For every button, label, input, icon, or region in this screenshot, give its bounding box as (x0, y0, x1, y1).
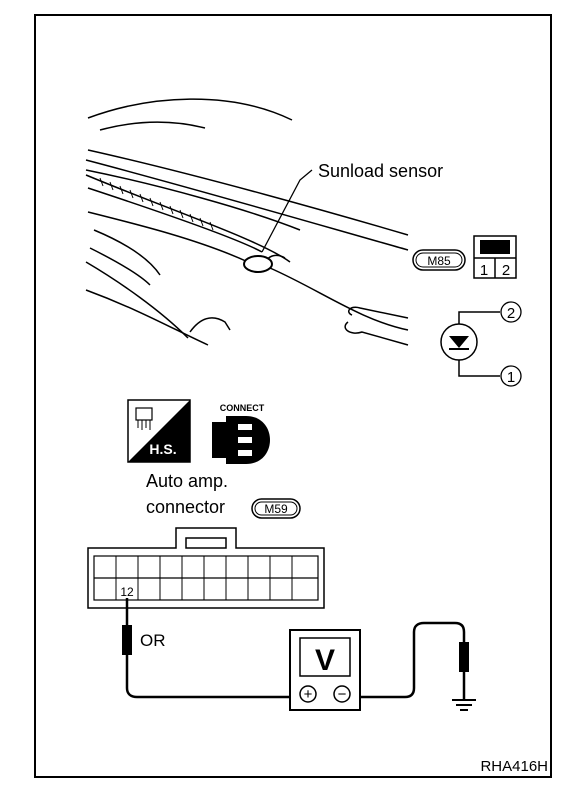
diode-pin-1: 1 (507, 369, 515, 386)
auto-amp-label-line2: connector (146, 497, 225, 517)
hs-label: H.S. (149, 441, 176, 457)
probe-wire-positive (125, 598, 298, 699)
figure-frame (34, 14, 552, 778)
dashboard-vent-ticks (99, 177, 214, 231)
meter-plus-sign: + (304, 686, 313, 703)
meter-plus-terminal (299, 685, 317, 703)
sunload-sensor-shape (243, 255, 273, 273)
meter-minus-sign: − (338, 686, 347, 703)
probe-negative (459, 642, 469, 672)
m85-terminal-1: 1 (480, 262, 488, 279)
figure-code: RHA416H (480, 758, 548, 775)
probe-positive (122, 625, 132, 655)
terminal-12-label: 12 (120, 585, 134, 599)
sensor-leader-line (261, 169, 313, 253)
ground-icon (452, 699, 476, 711)
harness-side-icon: H.S. (127, 399, 191, 463)
m85-connector-face: 1 2 (473, 235, 517, 279)
connect-icon: CONNECT (212, 403, 270, 464)
m85-code: M85 (427, 254, 451, 268)
diode-pin-2: 2 (507, 305, 515, 322)
dashboard-illustration (85, 98, 409, 346)
sunload-sensor-label: Sunload sensor (318, 161, 443, 181)
meter-minus-terminal (333, 685, 351, 703)
auto-amp-label-line1: Auto amp. (146, 471, 228, 491)
voltmeter-label: V (315, 644, 335, 677)
m59-connector-badge: M59 (251, 498, 301, 519)
m85-connector-badge: M85 (412, 249, 466, 271)
photodiode-symbol: 2 1 (440, 301, 522, 387)
pin-1-circle (500, 365, 522, 387)
wire-color-label: OR (140, 631, 166, 650)
m59-code: M59 (264, 502, 288, 516)
auto-amp-connector-face (87, 527, 325, 609)
m85-terminal-2: 2 (502, 262, 510, 279)
voltmeter: V + − (289, 629, 361, 711)
probe-wire-negative (352, 621, 466, 700)
pin-2-circle (500, 301, 522, 323)
connect-label: CONNECT (220, 403, 265, 413)
